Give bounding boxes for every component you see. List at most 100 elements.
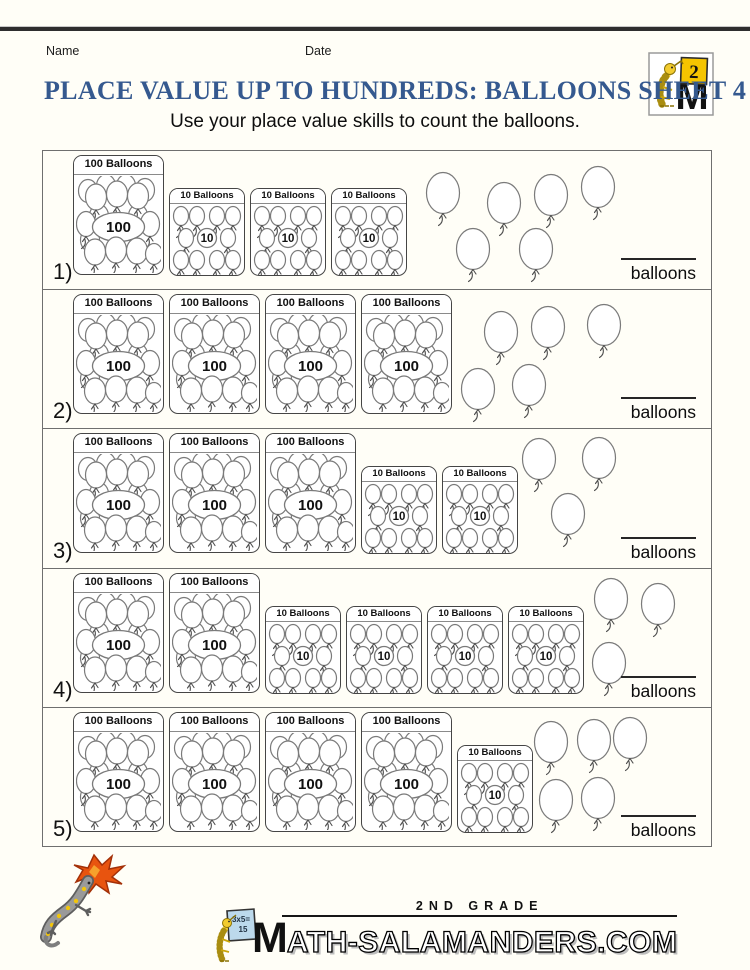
hundred-box-graphic: 100 (172, 732, 257, 830)
hundred-box-graphic: 100 (172, 593, 257, 691)
balloon-icon (476, 762, 494, 795)
balloon-icon (318, 321, 342, 361)
balloon-icon (530, 306, 566, 361)
site-logo: 3x5= 15 2ND GRADE MATH-SALAMANDERS.COM (212, 899, 678, 963)
loose-balloon-icon (591, 641, 627, 696)
answer-blank (621, 258, 696, 261)
balloon-icon (240, 382, 257, 413)
balloon-icon (125, 237, 149, 273)
hundred-box-value: 100 (106, 637, 131, 654)
hundred-balloons-box: 100 Balloons 100 (73, 572, 164, 693)
balloon-icon (125, 794, 149, 830)
hundred-box-graphic: 100 (76, 732, 161, 830)
balloon-icon (180, 740, 204, 780)
hundred-box-label: 100 Balloons (74, 573, 163, 593)
answer-area: balloons (621, 675, 696, 702)
row-number: 4) (53, 676, 73, 702)
balloon-icon (496, 762, 514, 795)
ten-box-value: 10 (363, 233, 376, 245)
balloon-icon (580, 165, 616, 221)
hundred-box-value: 100 (298, 497, 323, 514)
balloon-icon (581, 437, 617, 492)
balloon-icon (200, 375, 224, 413)
balloon-icon (518, 227, 554, 283)
balloon-icon (84, 601, 108, 641)
balloon-icon (224, 205, 242, 239)
balloon-icon (240, 660, 257, 691)
hundred-box-graphic: 100 (268, 454, 353, 552)
hundred-box-label: 100 Balloons (74, 434, 163, 454)
site-name-m: M (252, 914, 288, 963)
balloon-icon (511, 667, 529, 693)
loose-balloon-icon (533, 173, 569, 229)
fire-salamander-illustration (40, 853, 127, 948)
hundred-box-label: 100 Balloons (74, 295, 163, 315)
ten-box-value: 10 (459, 651, 472, 663)
balloon-icon (413, 376, 437, 413)
hundred-box-graphic: 100 (364, 732, 449, 830)
hundred-box-graphic: 100 (76, 593, 161, 691)
answer-blank (621, 397, 696, 400)
logo-graphic: M 2 (648, 52, 714, 118)
hundred-box-label: 100 Balloons (266, 434, 355, 454)
page-footer: 3x5= 15 2ND GRADE MATH-SALAMANDERS.COM (0, 847, 750, 970)
loose-balloon-icon (581, 437, 617, 492)
balloon-icon (446, 667, 464, 693)
hundred-box-label: 100 Balloons (170, 434, 259, 454)
balloon-icon (331, 767, 353, 806)
loose-balloons-area (43, 429, 711, 567)
loose-balloons-area (43, 708, 711, 846)
balloon-icon (401, 667, 419, 693)
hundred-box-graphic: 100 (76, 176, 161, 273)
balloon-icon (580, 776, 616, 831)
ten-box-label: 10 Balloons (251, 189, 325, 204)
ten-box-graphic: 10 (445, 484, 515, 554)
balloon-icon (432, 799, 449, 830)
balloon-icon (284, 623, 302, 656)
ten-box-label: 10 Balloons (362, 467, 436, 483)
hundred-box-graphic: 100 (268, 732, 353, 830)
balloon-icon (364, 350, 385, 389)
balloon-icon (612, 716, 648, 771)
hundred-box-graphic: 100 (172, 315, 257, 413)
loose-balloon-icon (486, 181, 522, 237)
ten-box-value: 10 (489, 790, 502, 802)
hundred-box-label: 100 Balloons (170, 295, 259, 315)
hundred-box-value: 100 (394, 776, 419, 793)
balloon-icon (476, 806, 494, 832)
logo-grade-square: 2 (679, 56, 709, 86)
balloon-icon (497, 528, 515, 554)
ten-box-value: 10 (282, 233, 295, 245)
answer-area: balloons (621, 536, 696, 563)
balloon-icon (365, 667, 383, 693)
balloon-icon (481, 484, 499, 517)
balloon-icon (276, 322, 300, 362)
balloon-icon (224, 249, 242, 275)
balloon-icon (349, 667, 367, 693)
balloon-icon (253, 205, 271, 239)
balloon-icon (547, 623, 565, 656)
ten-balloons-box: 10 Balloons 10 (250, 188, 326, 276)
balloon-icon (432, 382, 449, 413)
balloon-icon (83, 516, 107, 552)
loose-balloon-icon (550, 493, 586, 548)
loose-balloon-icon (593, 577, 629, 632)
loose-balloon-icon (460, 368, 496, 423)
balloon-icon (76, 489, 97, 528)
balloon-icon (586, 304, 622, 359)
loose-balloon-icon (483, 311, 519, 366)
balloon-icon (558, 645, 576, 678)
balloon-icon (460, 368, 496, 423)
balloon-icon (105, 598, 129, 638)
balloon-icon (511, 623, 529, 656)
